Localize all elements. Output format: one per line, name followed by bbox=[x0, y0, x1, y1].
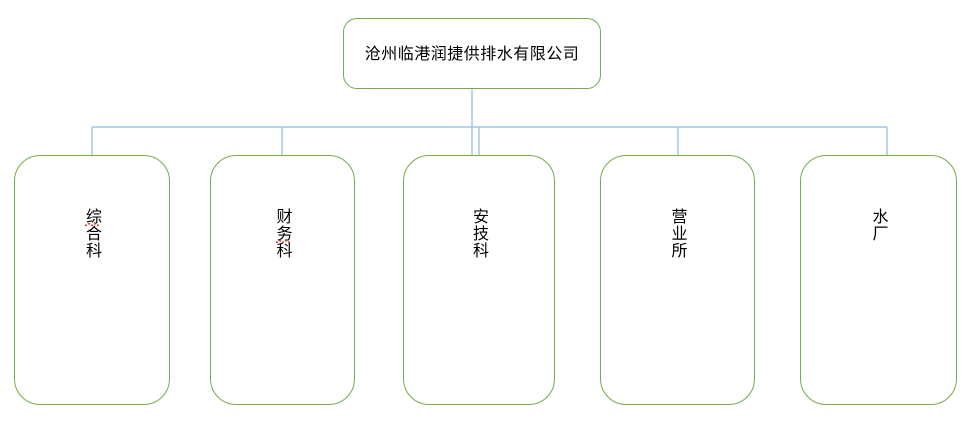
org-node-child-4[interactable]: 营业所 bbox=[600, 155, 755, 405]
org-node-child-2[interactable]: 财务科 bbox=[210, 155, 355, 405]
org-node-child-3-label: 安技科 bbox=[469, 208, 489, 259]
org-node-root[interactable]: 沧州临港润捷供排水有限公司 bbox=[343, 18, 601, 89]
org-node-child-5-label: 水厂 bbox=[869, 208, 889, 242]
org-node-root-label: 沧州临港润捷供排水有限公司 bbox=[364, 43, 580, 63]
org-node-child-2-first: 财 bbox=[273, 208, 293, 225]
org-node-child-1-rest: 合科 bbox=[82, 225, 102, 259]
spellcheck-underline-1: 综 bbox=[79, 208, 105, 225]
spellcheck-underline-2: 务 bbox=[270, 225, 296, 242]
org-node-child-2-label: 财务科 bbox=[270, 208, 296, 259]
org-node-child-2-rest: 科 bbox=[273, 242, 293, 259]
org-node-child-5[interactable]: 水厂 bbox=[800, 155, 957, 405]
org-node-child-1-label: 综合科 bbox=[79, 208, 105, 259]
org-node-child-3[interactable]: 安技科 bbox=[403, 155, 555, 405]
org-node-child-1[interactable]: 综合科 bbox=[14, 155, 170, 405]
org-node-child-4-label: 营业所 bbox=[668, 208, 688, 259]
